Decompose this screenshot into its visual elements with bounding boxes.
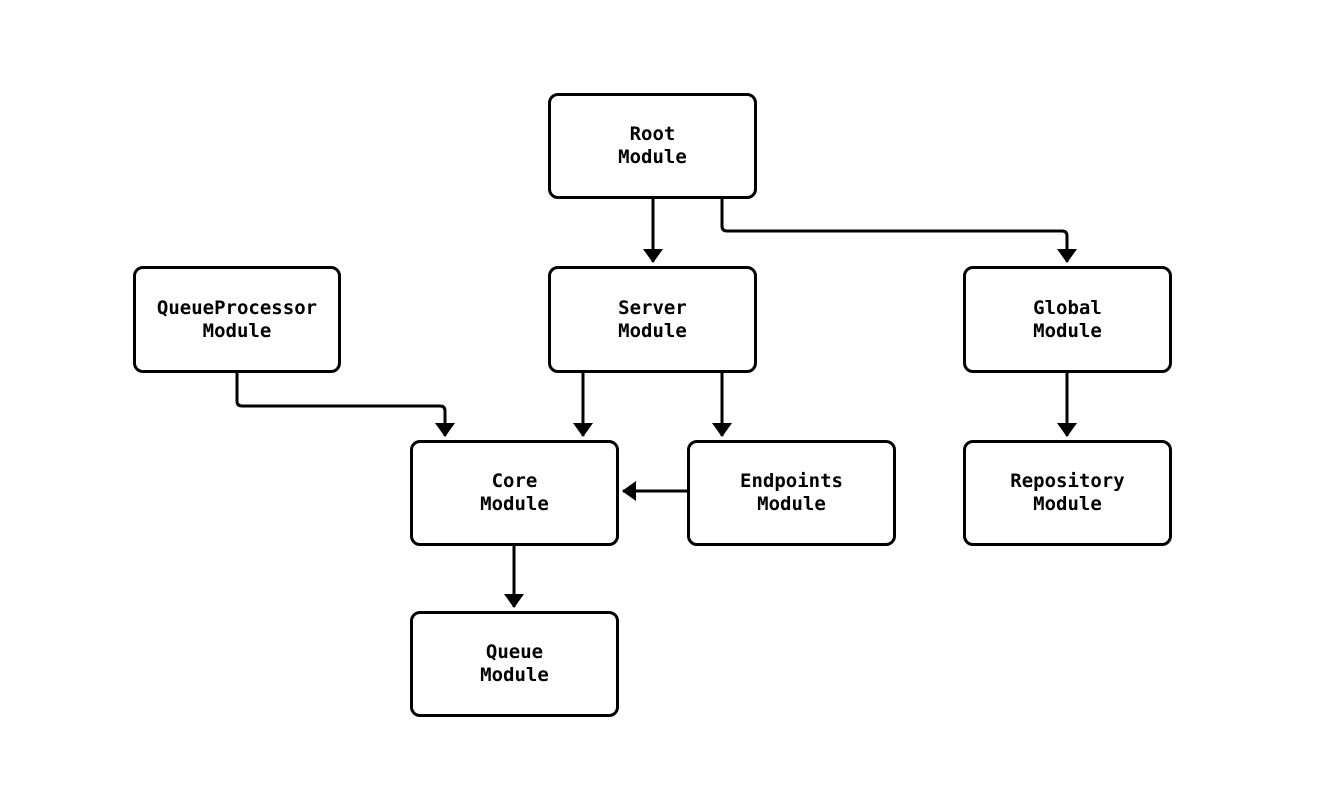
node-repository-module-label: Repository Module <box>1010 470 1125 515</box>
node-core-module-label: Core Module <box>480 470 549 515</box>
node-endpoints-module-label: Endpoints Module <box>740 470 843 515</box>
node-server-module: Server Module <box>548 266 757 373</box>
node-queue-module: Queue Module <box>410 611 619 717</box>
node-core-module: Core Module <box>410 440 619 546</box>
node-global-module: Global Module <box>963 266 1172 373</box>
node-global-module-label: Global Module <box>1033 296 1102 342</box>
node-queue-module-label: Queue Module <box>480 641 549 686</box>
edge-root-to-global <box>720 198 1077 263</box>
node-queueprocessor-module-label: QueueProcessor Module <box>156 296 318 342</box>
node-queueprocessor-module: QueueProcessor Module <box>133 266 341 373</box>
node-root-module-label: Root Module <box>618 123 687 168</box>
edge-queueprocessor-to-core <box>235 373 455 437</box>
node-root-module: Root Module <box>548 93 757 199</box>
node-repository-module: Repository Module <box>963 440 1172 546</box>
node-endpoints-module: Endpoints Module <box>687 440 896 546</box>
node-server-module-label: Server Module <box>618 296 687 342</box>
